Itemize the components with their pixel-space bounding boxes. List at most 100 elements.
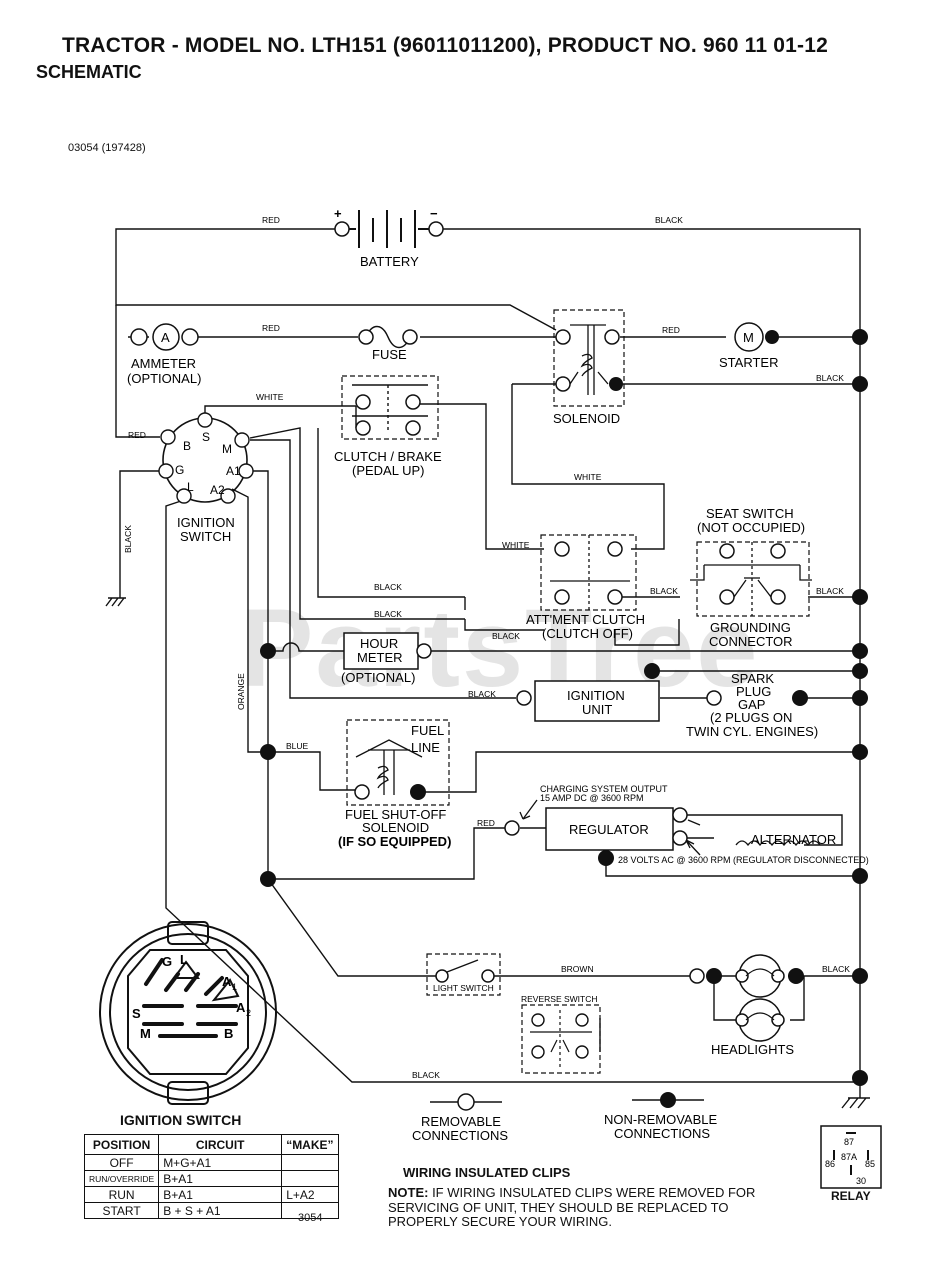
figure-number: 3054 [298,1212,323,1224]
wire-orange: ORANGE [236,673,246,710]
fuel-solenoid-label: FUEL SHUT-OFF [345,807,446,822]
ammeter-label: AMMETER [131,356,196,371]
position-cell: START [83,1202,160,1219]
wire-blue: BLUE [286,741,309,751]
alternator-label: ALTERNATOR [751,832,836,847]
pin-b: B [183,439,191,453]
wire-red-top: RED [262,215,280,225]
make-cell [281,1154,339,1171]
hour-meter-optional: (OPTIONAL) [341,670,415,685]
ignition-switch-label2: SWITCH [180,529,231,544]
face-l: L [180,952,188,967]
wire-red-regulator: RED [477,818,495,828]
hour-meter-label: HOUR [360,636,398,651]
battery-label: BATTERY [360,254,419,269]
headlights-label: HEADLIGHTS [711,1042,794,1057]
circuit-cell: B+A1 [158,1186,283,1203]
circuit-cell: B + S + A1 [158,1202,283,1219]
clips-note: NOTE: IF WIRING INSULATED CLIPS WERE REM… [388,1185,788,1230]
removable-label: REMOVABLE [421,1114,501,1129]
wire-black-att1: BLACK [374,582,402,592]
table-header-position: POSITION [83,1134,160,1155]
pin-m: M [222,442,232,456]
ammeter-optional: (OPTIONAL) [127,371,201,386]
ignition-unit-label2: UNIT [582,702,612,717]
relay-86: 86 [825,1159,835,1169]
table-header-make: “MAKE” [281,1134,339,1155]
ignition-switch-label: IGNITION [177,515,235,530]
face-a1-sub: 1 [232,982,237,992]
table-row: RUN B+A1 L+A2 [83,1186,339,1203]
face-b: B [224,1026,233,1041]
grounding-label: GROUNDING [710,620,791,635]
clips-heading: WIRING INSULATED CLIPS [403,1165,571,1180]
pin-s: S [202,430,210,444]
light-switch-label: LIGHT SWITCH [433,983,494,993]
face-a2-sub: 2 [246,1008,251,1018]
wire-red-starter: RED [662,325,680,335]
wire-black-bottom: BLACK [412,1070,440,1080]
starter-label: STARTER [719,355,778,370]
ignition-table-title: IGNITION SWITCH [120,1112,242,1128]
wire-white-mid: WHITE [574,472,602,482]
alternator-ac-label: 28 VOLTS AC @ 3600 RPM (REGULATOR DISCON… [618,855,869,865]
relay-85: 85 [865,1159,875,1169]
spark-label1: SPARK [731,671,774,686]
relay-label: RELAY [831,1189,871,1203]
position-cell: RUN [83,1186,160,1203]
ignition-unit-label: IGNITION [567,688,625,703]
position-cell: OFF [83,1154,160,1171]
att-clutch-state: (CLUTCH OFF) [542,626,633,641]
relay-30: 30 [856,1176,866,1186]
wire-white-att: WHITE [502,540,530,550]
spark-label5: TWIN CYL. ENGINES) [686,724,818,739]
wire-black-top: BLACK [655,215,683,225]
solenoid-label: SOLENOID [553,411,620,426]
circuit-cell: M+G+A1 [158,1154,283,1171]
document-reference: 03054 (197428) [68,142,146,154]
table-row: RUN/OVERRIDE B+A1 [83,1170,339,1187]
charging-label2: 15 AMP DC @ 3600 RPM [540,793,644,803]
pin-g: G [175,463,184,477]
page-title: TRACTOR - MODEL NO. LTH151 (96011011200)… [62,34,828,57]
table-row: OFF M+G+A1 [83,1154,339,1171]
fuel-solenoid-label2: SOLENOID [362,820,429,835]
fuel-line-label2: LINE [411,740,440,755]
wire-red-fuse: RED [262,323,280,333]
position-cell: RUN/OVERRIDE [83,1170,160,1187]
relay-87: 87 [844,1137,854,1147]
seat-switch-state: (NOT OCCUPIED) [697,520,805,535]
make-cell [281,1202,339,1219]
watermark: PartsTree [240,587,760,710]
wire-brown: BROWN [561,964,594,974]
pin-l: L [187,480,194,494]
starter-symbol: M [743,330,754,345]
fuse-label: FUSE [372,347,407,362]
wire-black-att2: BLACK [374,609,402,619]
make-cell: L+A2 [281,1186,339,1203]
clips-note-label: NOTE: [388,1185,429,1200]
seat-switch-label: SEAT SWITCH [706,506,794,521]
ignition-position-table: POSITION CIRCUIT “MAKE” OFF M+G+A1 RUN/O… [83,1134,339,1219]
ammeter-symbol: A [161,330,170,345]
page-subtitle: SCHEMATIC [36,62,142,82]
wire-black-seat: BLACK [816,586,844,596]
wire-black-headlights: BLACK [822,964,850,974]
clips-note-text: IF WIRING INSULATED CLIPS WERE REMOVED F… [388,1185,756,1229]
hour-meter-label2: METER [357,650,403,665]
charging-label1: CHARGING SYSTEM OUTPUT [540,784,668,794]
face-s: S [132,1006,141,1021]
wire-black-solenoid: BLACK [816,373,844,383]
table-header-circuit: CIRCUIT [158,1134,283,1155]
face-a1: A [222,974,232,989]
wire-black-ign-unit: BLACK [468,689,496,699]
wire-white-clutch: WHITE [256,392,284,402]
wire-black-att-right: BLACK [650,586,678,596]
clutch-brake-label: CLUTCH / BRAKE [334,449,442,464]
spark-label3: GAP [738,697,765,712]
grounding-label2: CONNECTOR [709,634,793,649]
pin-a1: A1 [226,464,241,478]
wire-red-ign: RED [128,430,146,440]
battery-minus: − [430,206,438,221]
spark-label2: PLUG [736,684,771,699]
